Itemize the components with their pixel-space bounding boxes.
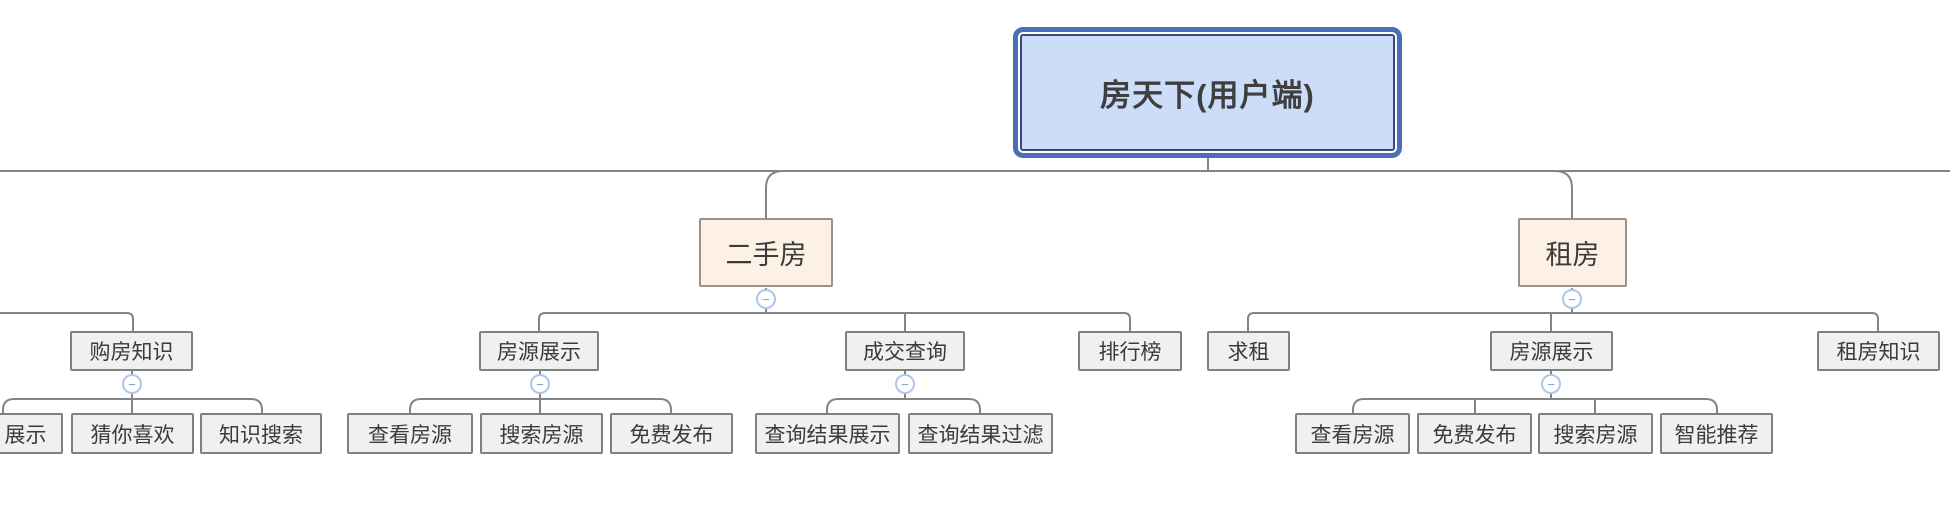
collapse-button-purchase-knowledge[interactable]: − bbox=[122, 374, 142, 394]
node-view-listing-left[interactable]: 查看房源 bbox=[347, 413, 473, 454]
node-display[interactable]: 展示 bbox=[0, 413, 63, 454]
node-purchase-knowledge[interactable]: 购房知识 bbox=[70, 331, 193, 371]
node-root[interactable]: 房天下(用户端) bbox=[1013, 27, 1402, 158]
node-second-hand[interactable]: 二手房 bbox=[699, 218, 833, 287]
node-view-listing-right[interactable]: 查看房源 bbox=[1295, 413, 1410, 454]
collapse-button-listing-display-left[interactable]: − bbox=[530, 374, 550, 394]
node-listing-display-left[interactable]: 房源展示 bbox=[479, 331, 599, 371]
root-label: 房天下(用户端) bbox=[1020, 34, 1395, 151]
node-knowledge-search[interactable]: 知识搜索 bbox=[200, 413, 322, 454]
node-search-listing-left[interactable]: 搜索房源 bbox=[480, 413, 603, 454]
node-query-result-filter[interactable]: 查询结果过滤 bbox=[908, 413, 1053, 454]
collapse-button-listing-display-right[interactable]: − bbox=[1541, 374, 1561, 394]
node-smart-recommend[interactable]: 智能推荐 bbox=[1660, 413, 1773, 454]
node-rent-knowledge[interactable]: 租房知识 bbox=[1817, 331, 1940, 371]
collapse-button-rent[interactable]: − bbox=[1562, 289, 1582, 309]
node-guess-you-like[interactable]: 猜你喜欢 bbox=[71, 413, 194, 454]
node-query-result-display[interactable]: 查询结果展示 bbox=[755, 413, 900, 454]
collapse-button-second-hand[interactable]: − bbox=[756, 289, 776, 309]
node-free-publish-right[interactable]: 免费发布 bbox=[1417, 413, 1532, 454]
node-listing-display-right[interactable]: 房源展示 bbox=[1490, 331, 1613, 371]
collapse-button-deal-query[interactable]: − bbox=[895, 374, 915, 394]
node-search-listing-right[interactable]: 搜索房源 bbox=[1538, 413, 1653, 454]
node-rent[interactable]: 租房 bbox=[1518, 218, 1627, 287]
node-deal-query[interactable]: 成交查询 bbox=[845, 331, 965, 371]
node-ranking[interactable]: 排行榜 bbox=[1078, 331, 1182, 371]
node-free-publish-left[interactable]: 免费发布 bbox=[610, 413, 733, 454]
node-seek-rent[interactable]: 求租 bbox=[1207, 331, 1290, 371]
